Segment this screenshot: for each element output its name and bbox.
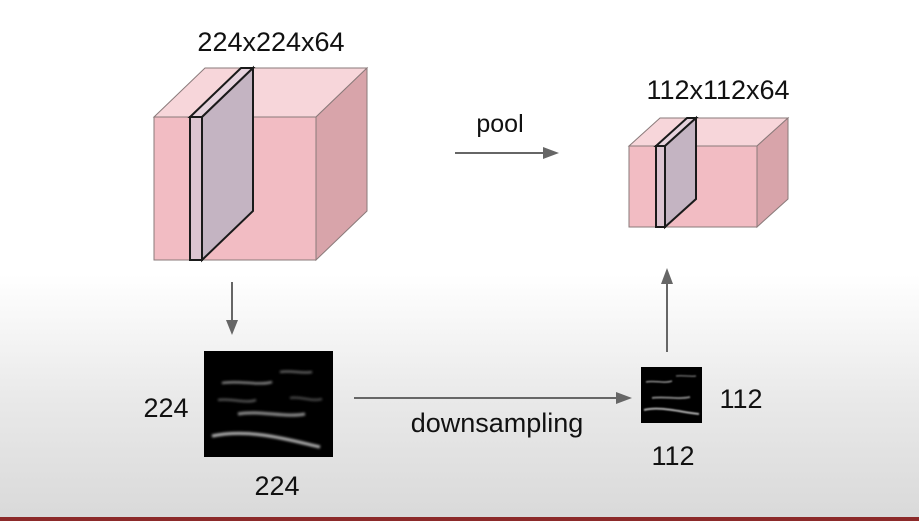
down-arrow xyxy=(226,282,238,335)
output-slice-edge xyxy=(655,145,666,228)
input-volume-label: 224x224x64 xyxy=(197,27,344,57)
output-volume-label: 112x112x64 xyxy=(646,75,789,105)
input-volume-cube xyxy=(152,65,369,263)
output-slice-width-label: 112 xyxy=(651,441,694,471)
downsampling-arrow xyxy=(354,392,632,404)
up-arrow xyxy=(661,268,673,352)
pool-arrow xyxy=(455,147,559,159)
input-slice-width-label: 224 xyxy=(254,471,299,501)
output-slice-height-label: 112 xyxy=(719,384,762,414)
input-slice-height-label: 224 xyxy=(143,393,188,423)
output-volume-cube xyxy=(627,115,790,230)
downsampling-label: downsampling xyxy=(411,408,584,438)
input-slice-edge xyxy=(189,116,203,261)
bottom-accent-bar xyxy=(0,517,919,521)
input-slice-image xyxy=(204,351,333,457)
output-slice-image xyxy=(641,367,702,423)
pool-label: pool xyxy=(476,110,523,138)
